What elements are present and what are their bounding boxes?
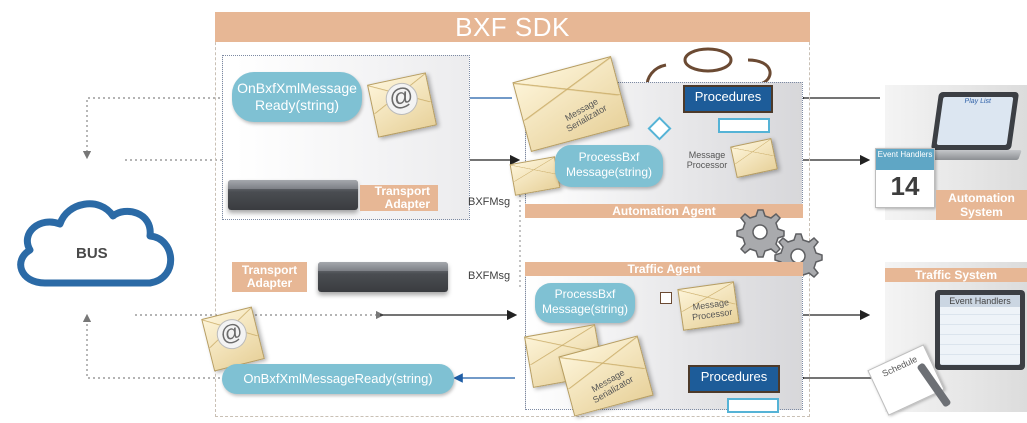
event-handlers-label-top: Event Handlers (876, 149, 934, 170)
automation-system-label: Automation System (936, 190, 1027, 220)
traffic-system-label: Traffic System (885, 268, 1027, 282)
at-sign-icon: @ (213, 315, 250, 353)
bus-cloud-icon (17, 200, 175, 287)
message-processor-label-bottom: Message Processor (691, 297, 733, 323)
procedures-box-bottom: Procedures (688, 365, 780, 393)
calendar-day: 14 (890, 171, 920, 201)
transport-device-top (228, 180, 358, 210)
process-bxf-message-bubble-top: ProcessBxf Message(string) (555, 145, 663, 187)
transport-adapter-label-top: Transport Adapter (360, 185, 438, 211)
procedure-slot-bottom (727, 398, 779, 413)
processor-envelope-bottom: Message Processor (677, 281, 740, 331)
procedures-box-top: Procedures (683, 85, 773, 113)
sdk-title: BXF SDK (215, 12, 810, 42)
transport-device-bottom (318, 262, 448, 292)
processor-square-icon (660, 292, 672, 304)
on-bxf-xml-message-ready-bubble-bottom: OnBxfXmlMessageReady(string) (222, 364, 454, 394)
laptop-screen: Play List (936, 97, 1014, 145)
laptop-icon: Play List (930, 92, 1020, 150)
monitor-screen: Event Handlers (940, 295, 1020, 365)
bxfmsg-label-top: BXFMsg (468, 196, 511, 208)
process-bxf-message-bubble-bottom: ProcessBxf Message(string) (535, 283, 635, 323)
event-handlers-label-bottom: Event Handlers (940, 295, 1020, 307)
message-serializator-label-top: Message Serializator (563, 96, 609, 134)
procedure-slot-top (718, 118, 770, 133)
calendar-icon: Event Handlers 14 (875, 148, 935, 208)
on-bxf-xml-message-ready-bubble-top: OnBxfXmlMessage Ready(string) (232, 72, 362, 122)
traffic-agent-label: Traffic Agent (525, 262, 803, 276)
transport-adapter-label-bottom: Transport Adapter (232, 262, 307, 292)
monitor-icon: Event Handlers (935, 290, 1025, 370)
bxfmsg-label-bottom: BXFMsg (468, 270, 511, 282)
automation-agent-label: Automation Agent (525, 204, 803, 218)
gears-icon (736, 209, 823, 278)
bus-label: BUS (76, 245, 108, 262)
message-processor-label-top: Message Processor (686, 150, 728, 170)
at-sign-icon: @ (382, 79, 421, 118)
